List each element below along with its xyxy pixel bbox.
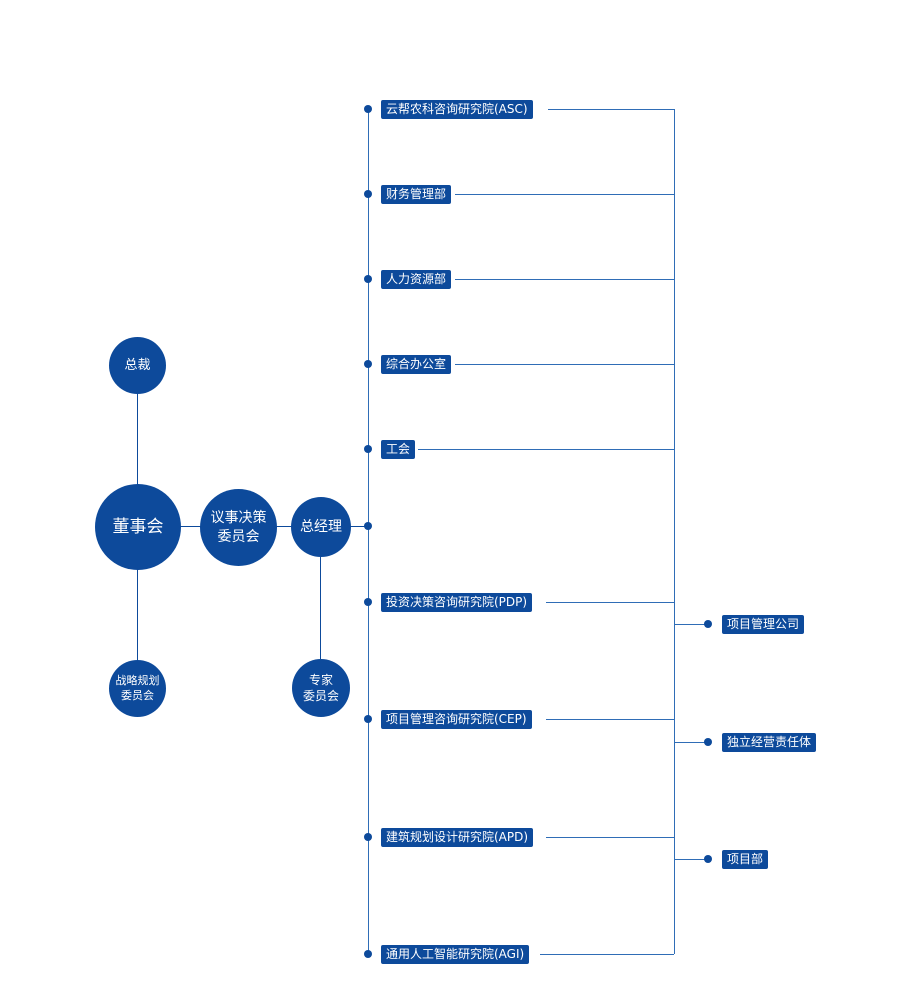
node-decision-committee: 议事决策 委员会 xyxy=(200,489,277,566)
dept-line-3 xyxy=(455,279,674,280)
connector-gm-expert xyxy=(320,555,321,659)
node-expert-committee: 专家 委员会 xyxy=(292,659,350,717)
unit-box-project-company: 项目管理公司 xyxy=(722,615,805,634)
unit-line-2 xyxy=(674,742,708,743)
dept-box-office: 综合办公室 xyxy=(381,355,452,374)
dept-box-pdp: 投资决策咨询研究院(PDP) xyxy=(381,593,533,612)
spine-dot-5 xyxy=(364,445,372,453)
node-strategy-committee-label: 战略规划 委员会 xyxy=(115,673,160,702)
node-expert-committee-label: 专家 委员会 xyxy=(302,672,339,703)
dept-line-7 xyxy=(546,719,674,720)
connector-gm-spine xyxy=(350,526,369,527)
node-general-manager: 总经理 xyxy=(291,497,351,557)
node-general-manager-label: 总经理 xyxy=(300,518,342,535)
unit-line-3 xyxy=(674,859,708,860)
connector-decision-gm xyxy=(276,526,292,527)
spine-dot-4 xyxy=(364,360,372,368)
unit-dot-1 xyxy=(704,620,712,628)
main-spine xyxy=(368,109,369,954)
spine-dot-3 xyxy=(364,275,372,283)
node-president-label: 总裁 xyxy=(124,357,151,373)
dept-box-agi: 通用人工智能研究院(AGI) xyxy=(381,945,530,964)
dept-line-4 xyxy=(455,364,674,365)
unit-dot-2 xyxy=(704,738,712,746)
node-board: 董事会 xyxy=(95,484,181,570)
dept-line-6 xyxy=(546,602,674,603)
unit-line-1 xyxy=(674,624,708,625)
dept-box-asc: 云帮农科咨询研究院(ASC) xyxy=(381,100,533,119)
dept-box-union: 工会 xyxy=(381,440,416,459)
dept-box-cep: 项目管理咨询研究院(CEP) xyxy=(381,710,532,729)
unit-box-project-dept: 项目部 xyxy=(722,850,769,869)
dept-box-finance: 财务管理部 xyxy=(381,185,452,204)
spine-dot-gm xyxy=(364,522,372,530)
right-rail xyxy=(674,109,675,954)
connector-board-strategy xyxy=(137,568,138,660)
node-board-label: 董事会 xyxy=(112,516,164,537)
dept-line-9 xyxy=(540,954,674,955)
spine-dot-8 xyxy=(364,833,372,841)
spine-dot-9 xyxy=(364,950,372,958)
unit-box-independent-entity: 独立经营责任体 xyxy=(722,733,817,752)
dept-box-apd: 建筑规划设计研究院(APD) xyxy=(381,828,534,847)
spine-dot-2 xyxy=(364,190,372,198)
connector-president-board xyxy=(137,394,138,490)
node-strategy-committee: 战略规划 委员会 xyxy=(109,660,166,717)
node-president: 总裁 xyxy=(109,337,166,394)
spine-dot-7 xyxy=(364,715,372,723)
dept-line-5 xyxy=(418,449,674,450)
node-decision-committee-label: 议事决策 委员会 xyxy=(210,509,267,545)
spine-dot-6 xyxy=(364,598,372,606)
dept-box-hr: 人力资源部 xyxy=(381,270,452,289)
dept-line-1 xyxy=(548,109,674,110)
unit-dot-3 xyxy=(704,855,712,863)
connector-board-decision xyxy=(180,526,202,527)
dept-line-2 xyxy=(455,194,674,195)
spine-dot-1 xyxy=(364,105,372,113)
dept-line-8 xyxy=(546,837,674,838)
